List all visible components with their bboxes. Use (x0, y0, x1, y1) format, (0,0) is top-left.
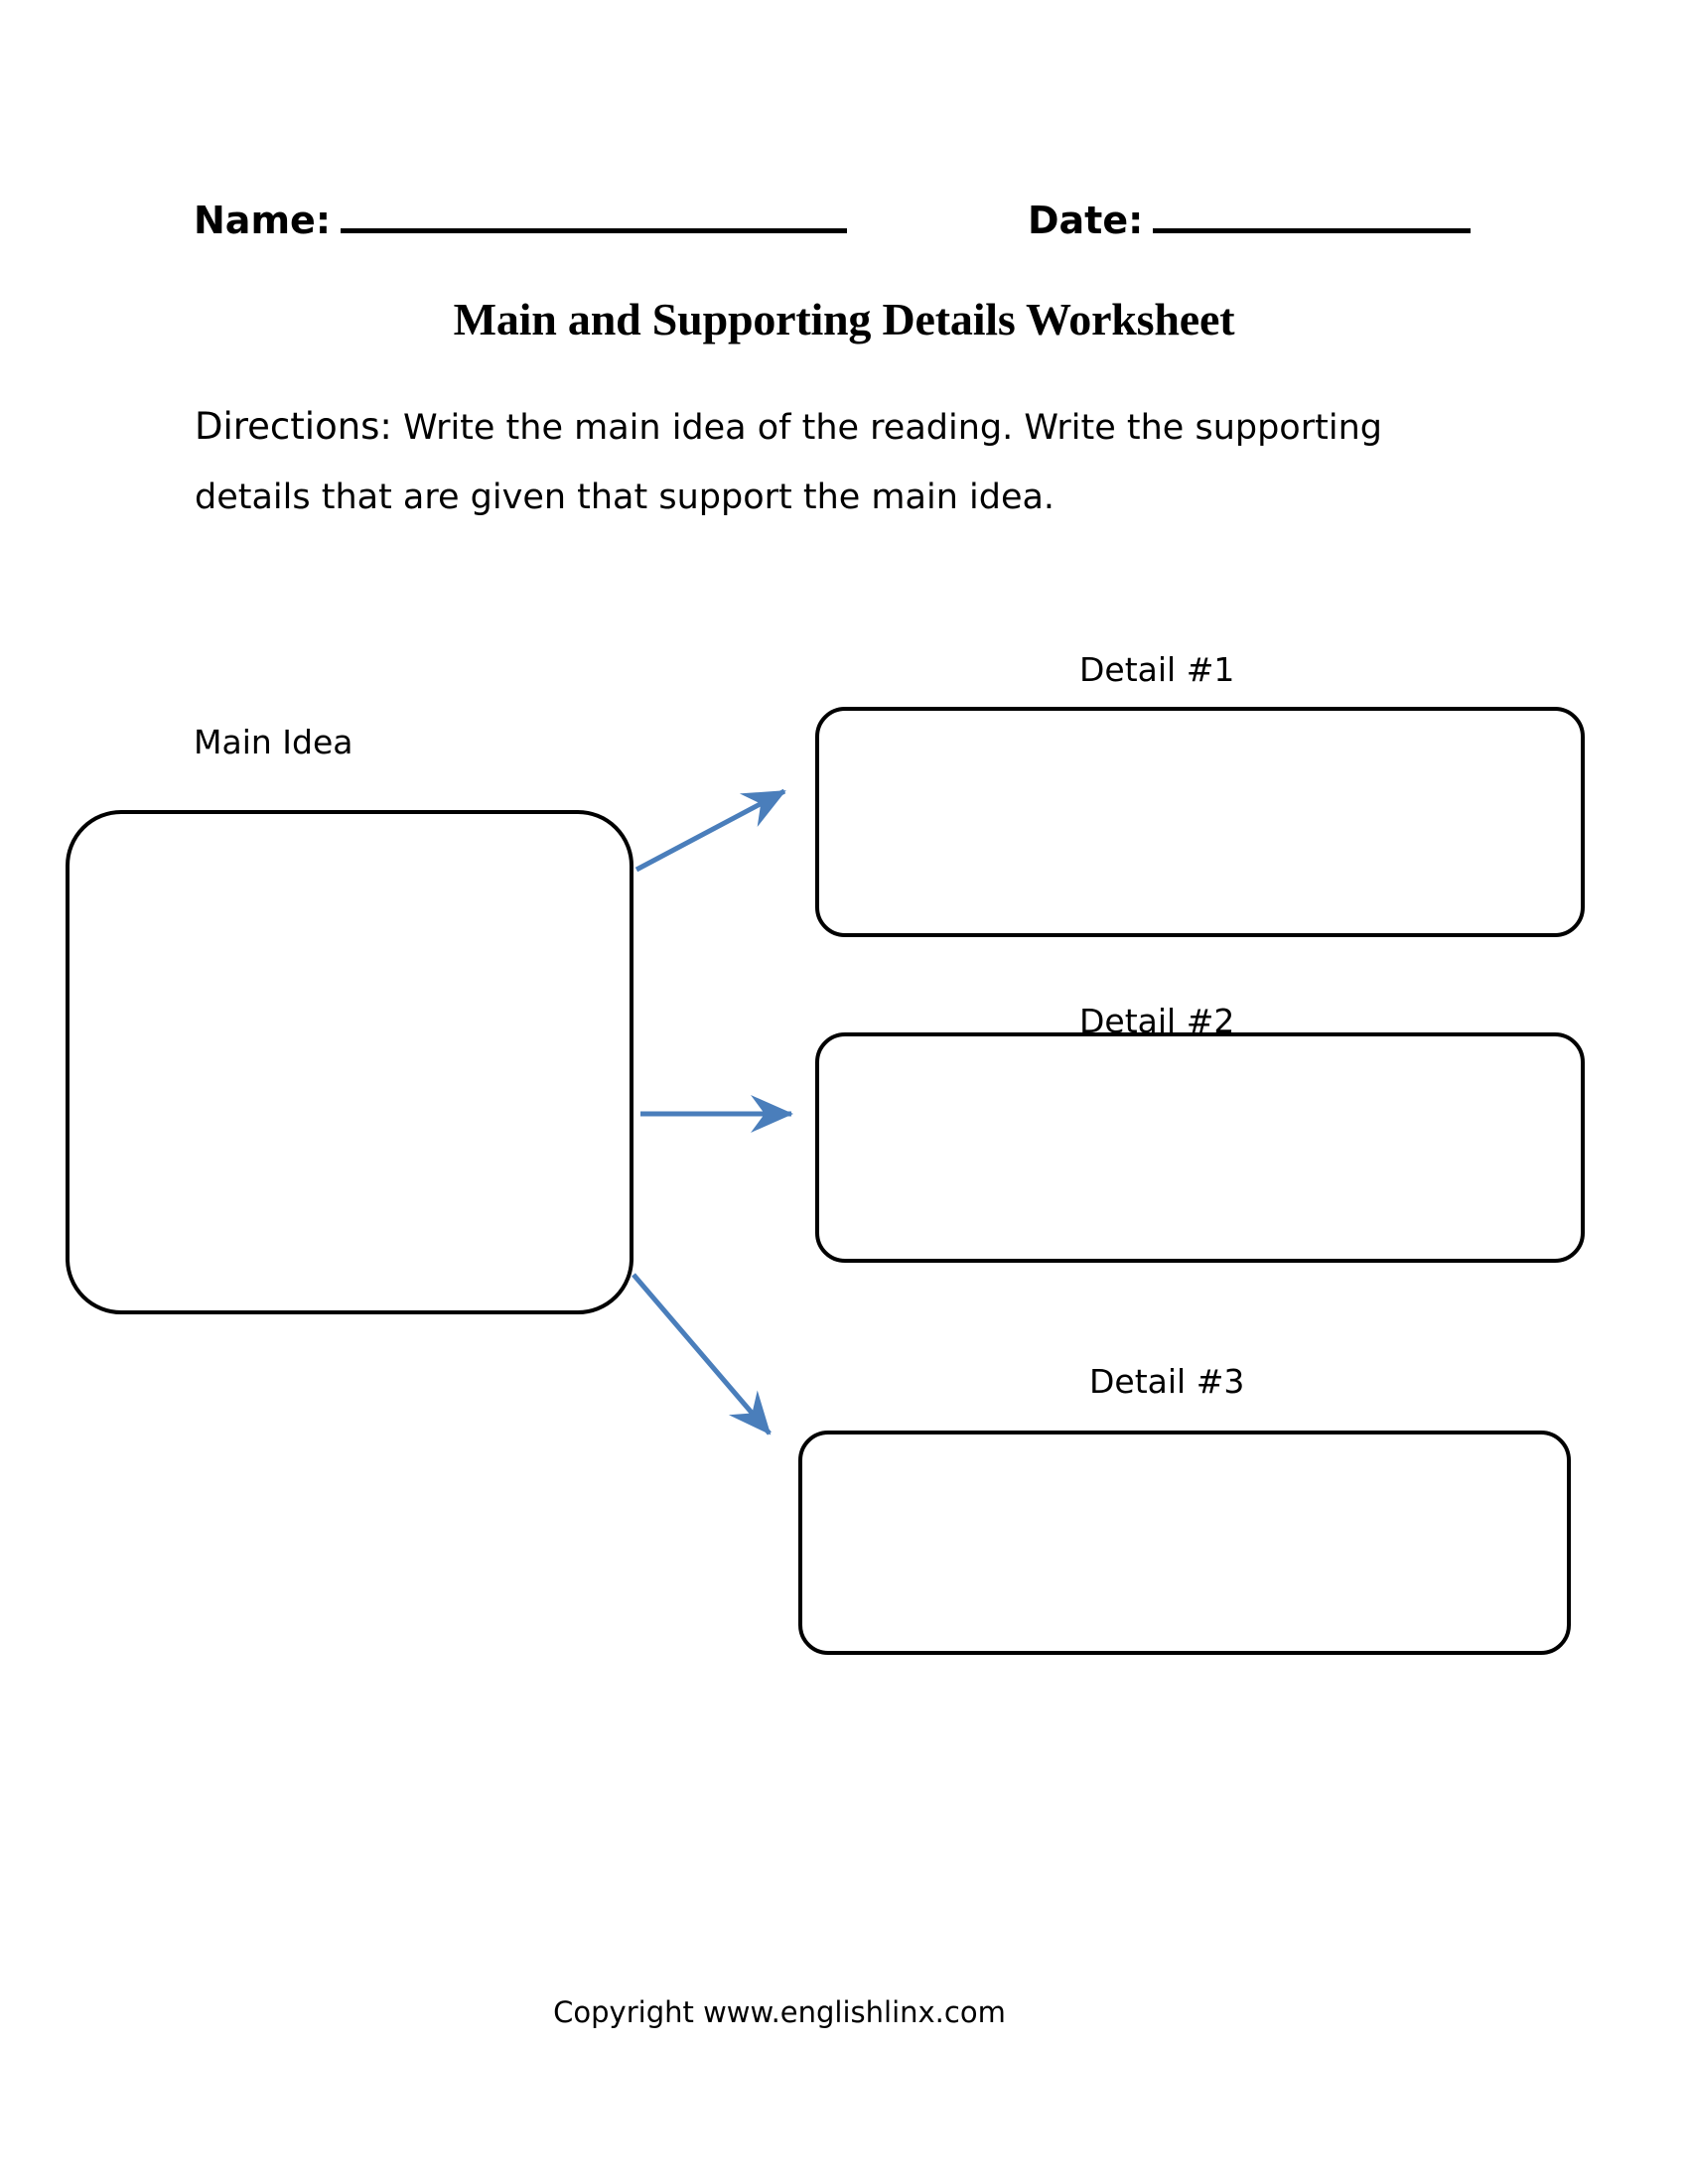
date-input-line[interactable] (1153, 189, 1472, 233)
date-label: Date: (1028, 199, 1144, 242)
copyright-notice: Copyright www.englishlinx.com (553, 1995, 1006, 2029)
page-title: Main and Supporting Details Worksheet (453, 294, 1235, 344)
directions-lead-label: Directions: (195, 405, 392, 448)
detail-1-box[interactable] (815, 707, 1585, 937)
main-idea-caption: Main Idea (194, 723, 353, 761)
directions-body-text: Write the main idea of the reading. Writ… (195, 408, 1382, 517)
name-field-group: Name: (194, 189, 848, 243)
main-idea-box[interactable] (66, 810, 633, 1314)
detail-1-caption: Detail #1 (1079, 650, 1235, 689)
name-label: Name: (194, 199, 332, 242)
name-input-line[interactable] (341, 189, 848, 233)
detail-3-caption: Detail #3 (1089, 1362, 1245, 1401)
detail-2-box[interactable] (815, 1032, 1585, 1263)
directions-paragraph: Directions: Write the main idea of the r… (195, 392, 1485, 532)
header-row: Name: Date: (0, 189, 1688, 260)
detail-3-box[interactable] (798, 1431, 1571, 1655)
date-field-group: Date: (1028, 189, 1472, 243)
connector-main-to-detail-3 (632, 1273, 772, 1435)
connector-main-to-detail-1 (634, 788, 786, 873)
